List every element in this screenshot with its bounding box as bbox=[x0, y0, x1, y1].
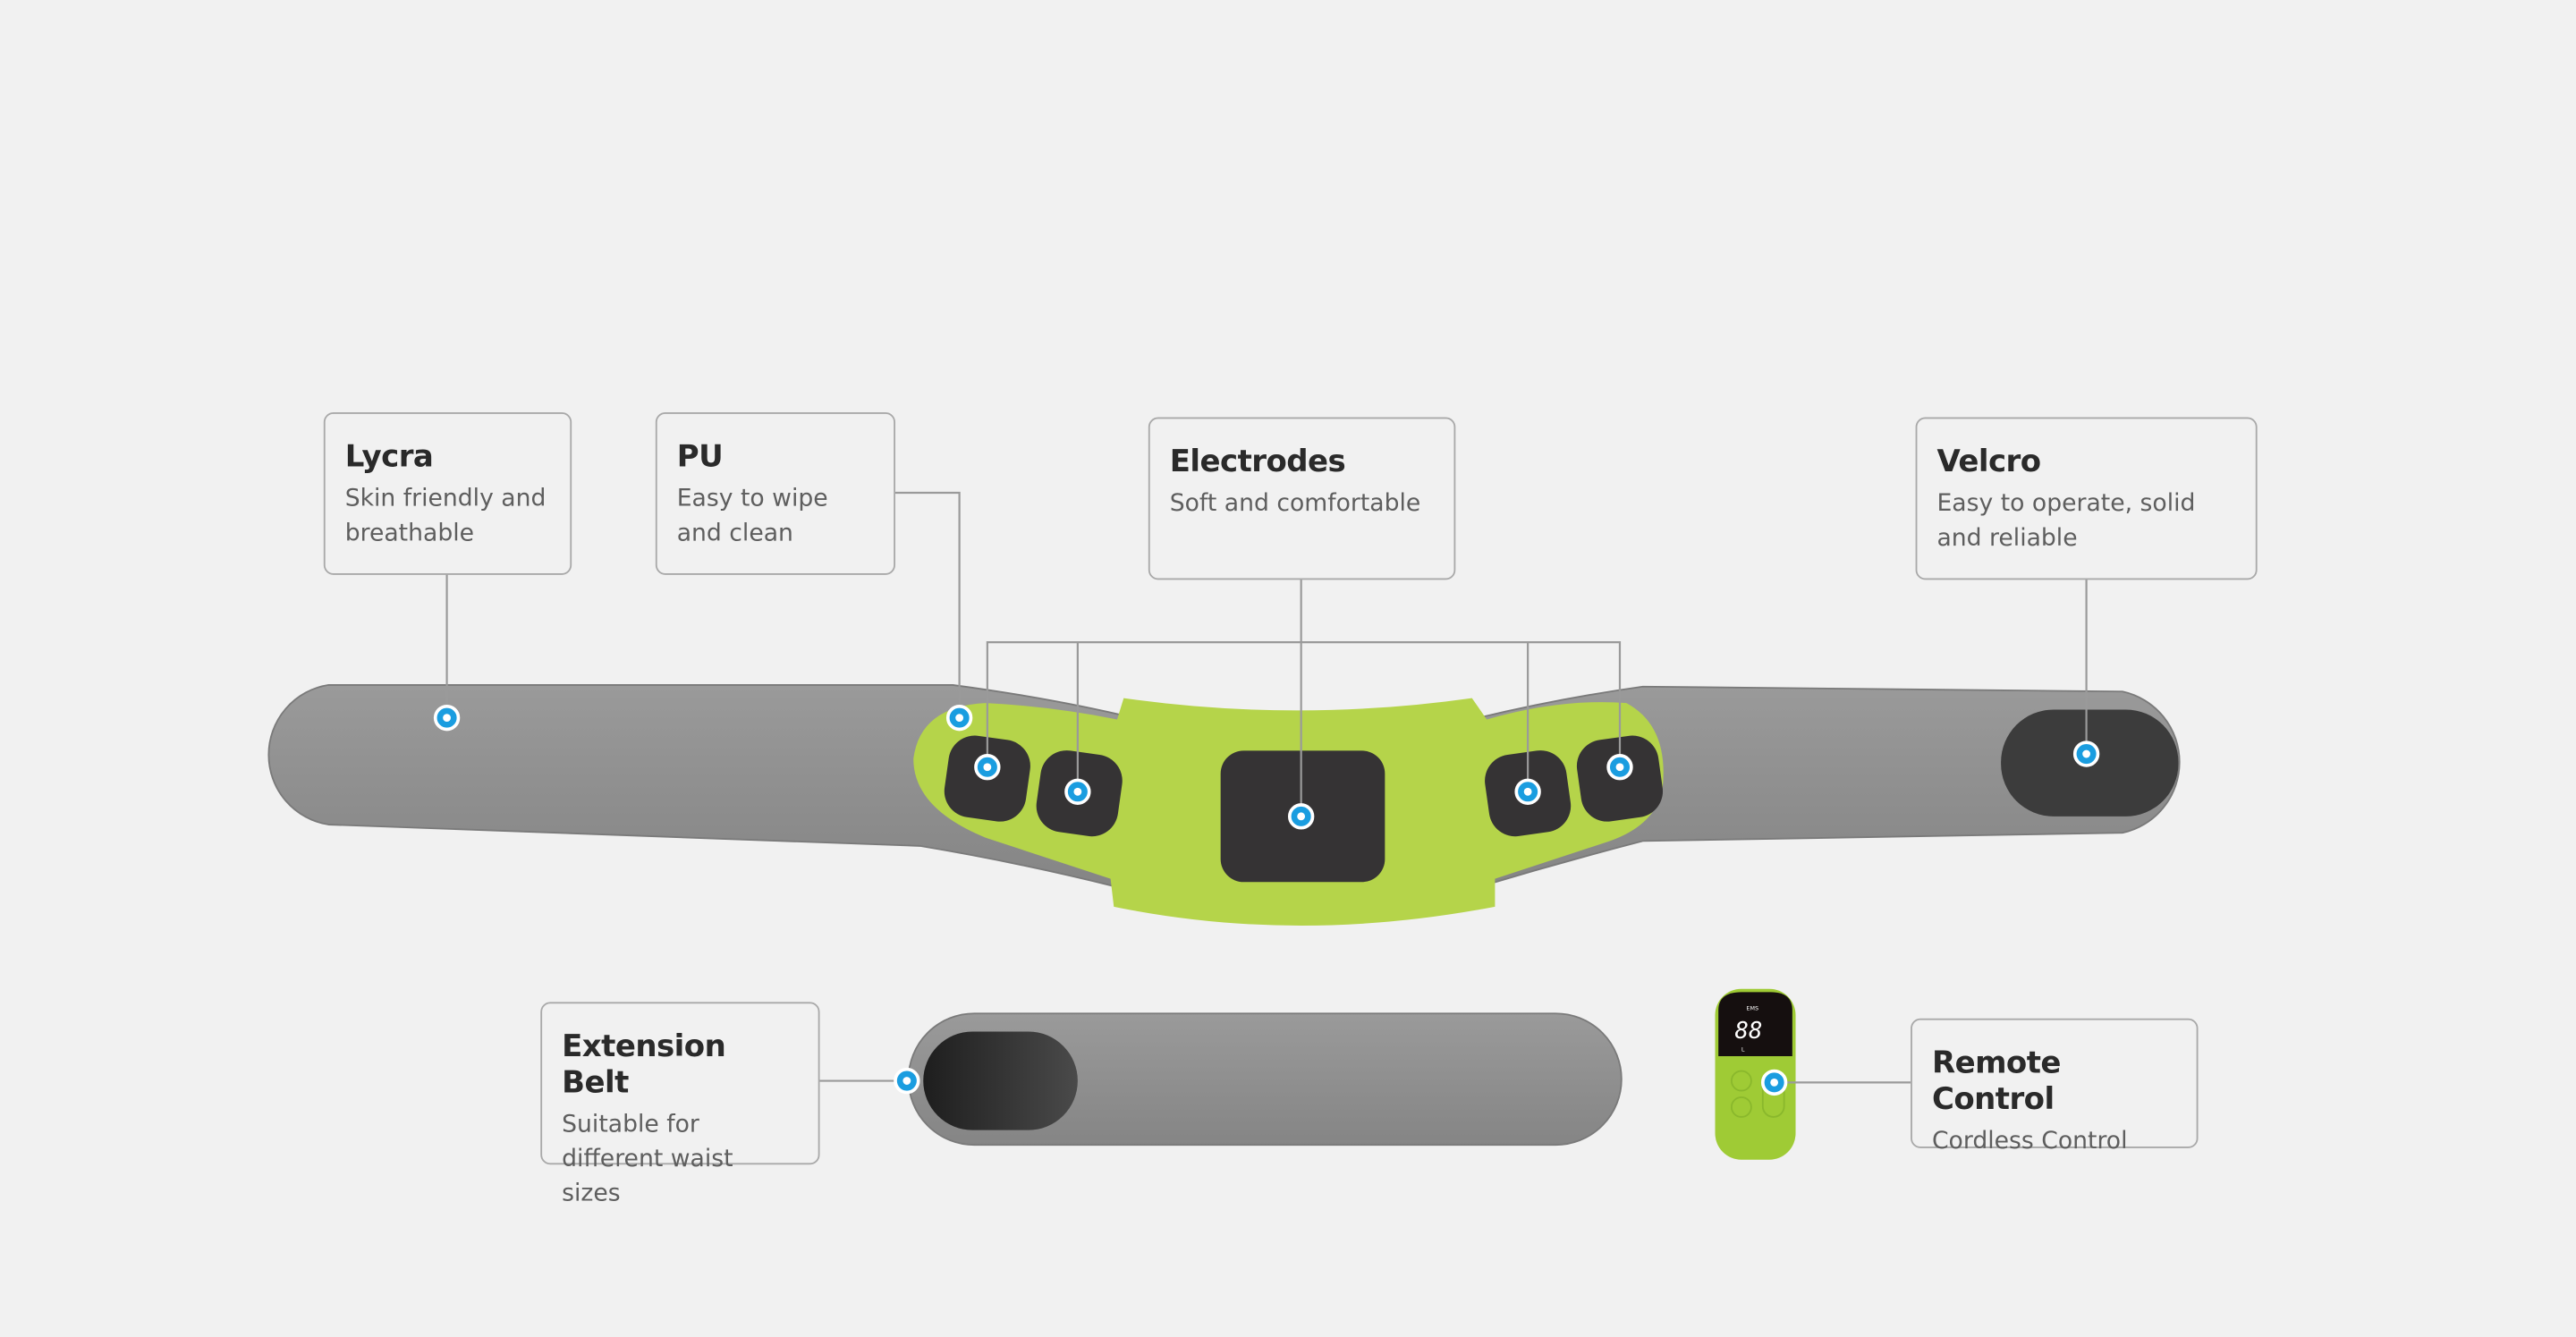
callout-title: PU bbox=[676, 440, 724, 475]
marker-electrode-icon bbox=[1606, 754, 1633, 781]
callout-subtitle: Easy to operate, solid and reliable bbox=[1936, 491, 2196, 553]
marker-velcro-icon bbox=[2072, 740, 2100, 767]
remote-mode-label: EMS bbox=[1746, 1005, 1758, 1012]
callout-title: Electrodes bbox=[1169, 444, 1346, 480]
callout-subtitle: Suitable for different waist sizes bbox=[562, 1112, 733, 1207]
marker-electrode-icon bbox=[1514, 778, 1541, 805]
remote-power-button-icon bbox=[1730, 1070, 1752, 1092]
callout-pu: PU Easy to wipe and clean bbox=[655, 412, 896, 575]
callout-velcro: Velcro Easy to operate, solid and reliab… bbox=[1915, 417, 2258, 580]
remote-heat-button-icon bbox=[1730, 1096, 1752, 1118]
marker-extension-icon bbox=[894, 1067, 920, 1095]
callout-title: Extension Belt bbox=[562, 1029, 726, 1101]
marker-remote-icon bbox=[1760, 1069, 1788, 1096]
callout-lycra: Lycra Skin friendly and breathable bbox=[323, 412, 572, 575]
callout-remote-control: Remote Control Cordless Control bbox=[1911, 1018, 2199, 1155]
callout-subtitle: Soft and comfortable bbox=[1169, 491, 1421, 518]
remote-control: EMS 88 L bbox=[1715, 988, 1796, 1160]
callout-extension-belt: Extension Belt Suitable for different wa… bbox=[540, 1002, 820, 1207]
callout-electrodes: Electrodes Soft and comfortable bbox=[1148, 417, 1456, 580]
remote-digits: 88 bbox=[1735, 1018, 1763, 1045]
callout-subtitle: Easy to wipe and clean bbox=[676, 486, 828, 547]
marker-electrode-icon bbox=[1064, 778, 1091, 805]
extension-patch bbox=[923, 1031, 1078, 1130]
callout-title: Velcro bbox=[1936, 444, 2041, 480]
callout-title: Remote Control bbox=[1931, 1045, 2062, 1117]
marker-lycra-icon bbox=[433, 704, 461, 732]
callout-title: Lycra bbox=[344, 440, 434, 475]
marker-pu-icon bbox=[945, 704, 973, 732]
remote-level: L bbox=[1741, 1045, 1745, 1053]
callout-subtitle: Cordless Control bbox=[1931, 1128, 2128, 1155]
marker-electrode-icon bbox=[1287, 803, 1315, 830]
callout-subtitle: Skin friendly and breathable bbox=[344, 486, 547, 547]
leader-lines bbox=[445, 491, 2088, 1084]
marker-electrode-icon bbox=[974, 754, 1001, 781]
